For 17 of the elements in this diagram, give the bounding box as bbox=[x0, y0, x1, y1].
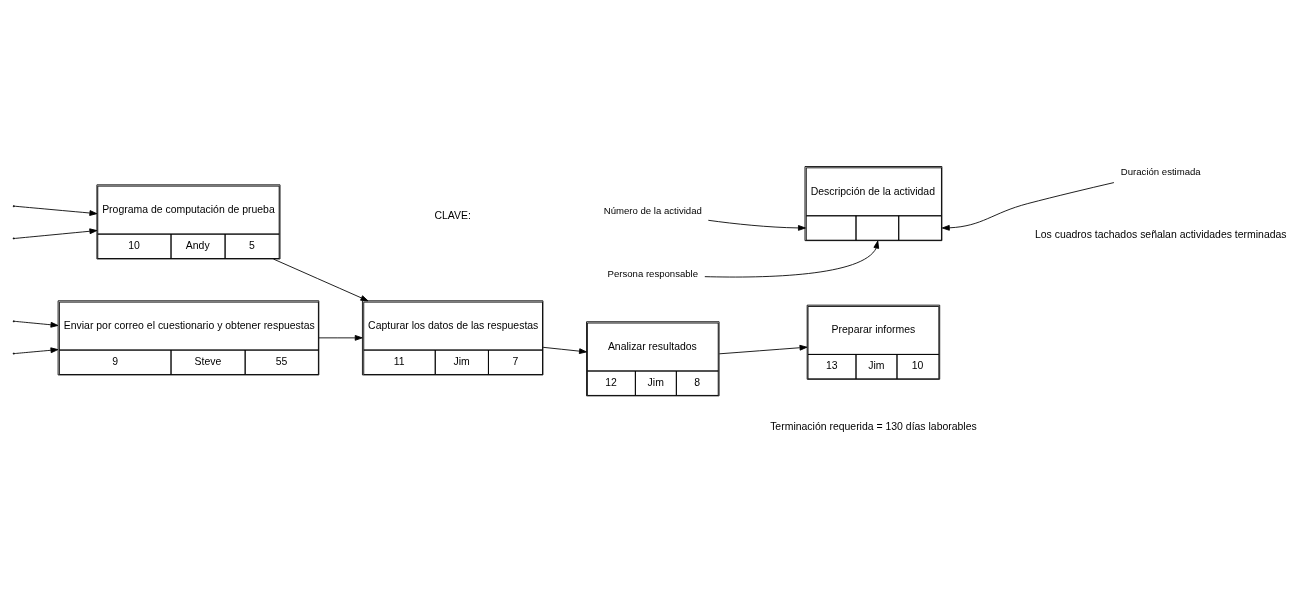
label: Terminación requerida = 130 días laborables bbox=[770, 420, 977, 432]
label: CLAVE: bbox=[434, 209, 471, 221]
label: Los cuadros tachados señalan actividades terminadas bbox=[1034, 228, 1287, 240]
arrow bbox=[318, 334, 363, 341]
arrow bbox=[718, 344, 808, 354]
arrow bbox=[14, 346, 59, 354]
arrow bbox=[273, 258, 369, 301]
node-text: Persona responsable bbox=[607, 267, 699, 279]
node-text: Número de la actividad bbox=[603, 204, 702, 216]
arrow bbox=[14, 205, 98, 216]
arrow bbox=[941, 181, 1115, 231]
node-text: Duración estimada bbox=[1120, 165, 1201, 177]
arrow bbox=[14, 320, 59, 328]
arrow bbox=[707, 219, 806, 231]
arrow bbox=[704, 240, 880, 277]
arrow bbox=[14, 227, 98, 239]
arrow bbox=[542, 346, 587, 354]
